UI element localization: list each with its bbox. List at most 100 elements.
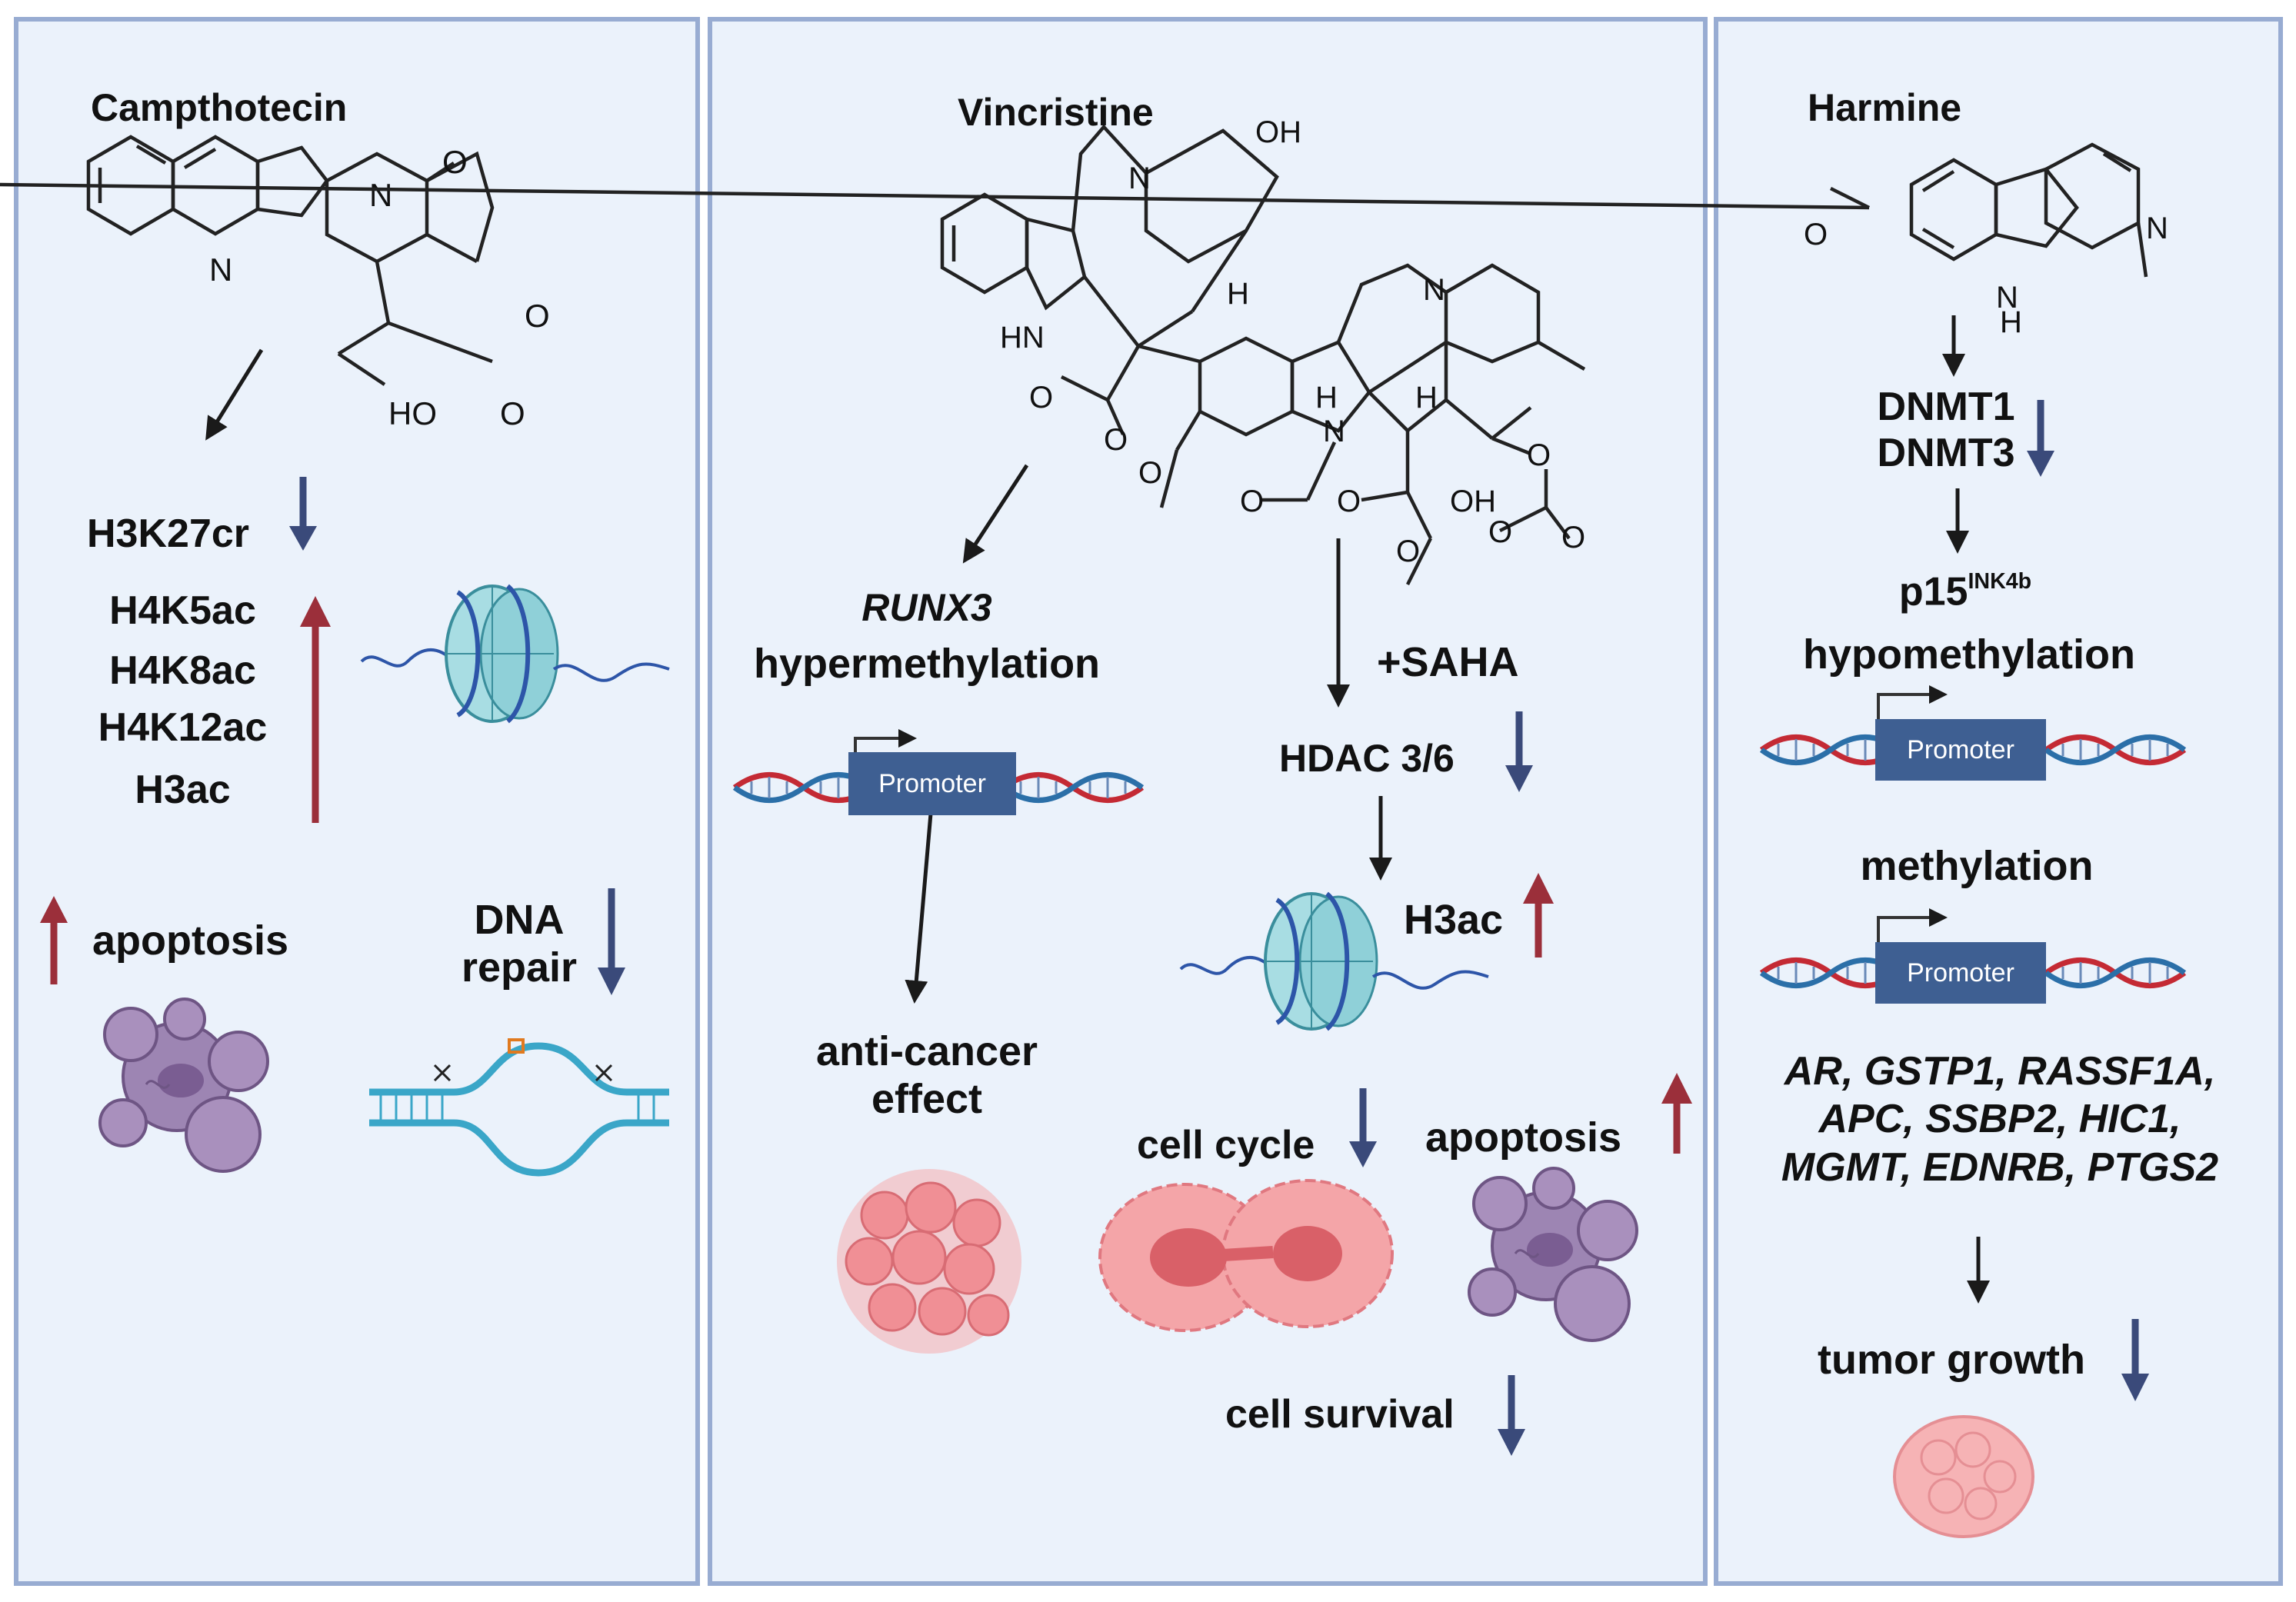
down-arrow-cell-cycle [1349,1088,1377,1167]
svg-text:N: N [1323,415,1345,448]
gene-list-line3: MGMT, EDNRB, PTGS2 [1781,1144,2219,1190]
dna-repair-icon [369,1038,669,1177]
svg-text:N: N [2146,211,2168,245]
apoptosis-label-left: apoptosis [92,918,289,964]
svg-text:O: O [442,144,468,180]
dnmt1-label: DNMT1 [1877,385,2015,429]
harmine-structure [0,142,2148,278]
arrow-vincristine-runx3 [962,464,1029,564]
h3k27cr-label: H3K27cr [87,511,250,556]
mark-h4k8ac: H4K8ac [109,648,256,693]
vincristine-structure [940,124,1586,586]
down-arrow-cell-survival [1498,1375,1525,1456]
svg-text:O: O [1029,381,1053,415]
hdac-label: HDAC 3/6 [1279,737,1455,780]
svg-text:OH: OH [1450,485,1496,518]
down-arrow-hdac [1505,711,1533,792]
harmine-title: Harmine [1808,86,1962,129]
promoter-arrow-icon-right-2 [1877,908,1948,952]
mark-h3ac: H3ac [135,768,231,813]
saha-label: +SAHA [1377,639,1519,685]
dividing-cell-icon [1098,1179,1394,1332]
cancer-cell-cluster-icon [837,1169,1021,1354]
svg-text:O: O [1240,485,1264,518]
campthotecin-title: Campthotecin [91,86,348,129]
camptothecin-atoms: O N N O HO O [209,144,550,431]
dnmt-labels: DNMT1 DNMT3 [1831,385,2061,477]
dna-repair-label: DNA repair [435,896,604,991]
svg-text:N: N [1128,162,1151,195]
svg-text:O: O [500,395,525,431]
svg-text:H: H [2000,305,2022,339]
up-arrow-apoptosis-left [40,896,68,984]
down-arrow-dna-repair [598,888,625,995]
svg-text:H: H [1415,381,1438,415]
vincristine-title: Vincristine [958,91,1154,134]
promoter-box-mid: Promoter [848,752,1016,815]
cell-survival-label: cell survival [1225,1392,1455,1437]
arrow-runx3-anticancer [905,813,933,1004]
mark-h4k5ac: H4K5ac [109,588,256,633]
svg-text:O: O [1138,456,1162,490]
up-arrow-apoptosis-mid [1661,1073,1692,1154]
promoter-box-right-2: Promoter [1875,942,2046,1004]
p15-text: p15 [1898,569,1968,614]
cell-cycle-label: cell cycle [1137,1123,1315,1167]
svg-text:N: N [1996,281,2018,315]
svg-text:HN: HN [1000,321,1045,355]
svg-text:O: O [1527,438,1551,472]
svg-text:N: N [1423,273,1445,307]
svg-text:O: O [1488,515,1512,549]
anticancer-label: anti-cancer effect [773,1027,1081,1123]
svg-text:O: O [1561,521,1585,555]
dna-strand-right-2 [2046,738,2184,763]
svg-text:O: O [525,298,550,334]
svg-text:N: N [369,177,392,213]
acetylation-marks: H4K5ac H4K8ac H4K12ac H3ac [77,588,288,814]
down-arrow-dnmt [2027,400,2054,477]
mark-h4k12ac: H4K12ac [98,704,268,750]
apoptosis-label-mid: apoptosis [1425,1114,1622,1161]
p15-label: p15INK4b [1846,569,2084,615]
h3ac-label-mid: H3ac [1404,897,1504,943]
harmine-atoms: O N N H [1804,211,2168,339]
gene-list: AR, GSTP1, RASSF1A, APC, SSBP2, HIC1, MG… [1731,1047,2269,1191]
svg-text:O: O [1396,535,1420,568]
apoptotic-cell-icon [98,998,269,1173]
svg-text:H: H [1227,277,1249,311]
p15-superscript: INK4b [1968,569,2032,594]
tumor-growth-label: tumor growth [1818,1337,2085,1383]
dna-strand-right-4 [2046,961,2184,986]
panel-campthotecin [14,17,700,1586]
promoter-arrow-icon-right-1 [1877,685,1948,729]
gene-list-line1: AR, GSTP1, RASSF1A, [1784,1049,2216,1094]
dna-repair-line2: repair [461,944,578,991]
promoter-box-right-1: Promoter [1875,719,2046,781]
anticancer-line1: anti-cancer [815,1028,1038,1074]
up-arrow-acetylation [300,596,331,823]
dna-repair-line1: DNA [474,897,565,943]
svg-text:N: N [209,251,232,288]
apoptotic-cell-icon-mid [1468,1167,1638,1342]
svg-text:O: O [1104,423,1128,457]
dnmt3-label: DNMT3 [1877,430,2015,475]
vincristine-atoms: OH N H HN O O O N H H N O O OH O O O O [1000,115,1585,568]
camptothecin-structure [86,135,495,386]
anticancer-line2: effect [871,1076,983,1123]
svg-text:OH: OH [1255,115,1301,149]
runx3-label: RUNX3 [861,586,992,629]
tumor-icon [1893,1415,2034,1538]
svg-text:H: H [1315,381,1338,415]
arrow-camptothecin [205,348,264,441]
dna-strand-right-mid [1004,775,1142,801]
down-arrow-h3k27cr [289,477,317,551]
panel-harmine [1714,17,2283,1586]
methylation-label: methylation [1860,843,2094,889]
svg-text:O: O [1337,485,1361,518]
svg-text:O: O [1804,218,1828,251]
up-arrow-h3ac [1523,873,1554,958]
hypomethylation-label: hypomethylation [1802,631,2136,678]
gene-list-line2: APC, SSBP2, HIC1, [1818,1097,2181,1142]
svg-text:HO: HO [388,395,437,431]
down-arrow-tumor-growth [2121,1319,2149,1401]
